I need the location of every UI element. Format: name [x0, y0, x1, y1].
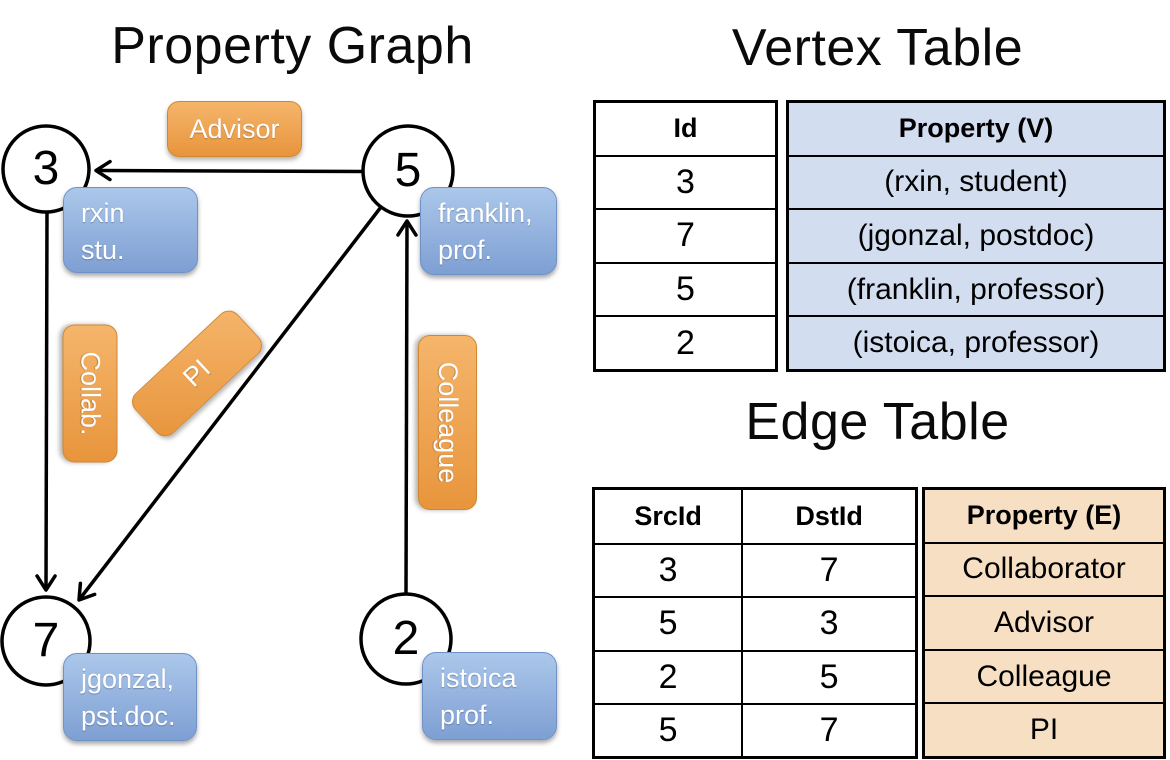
edge-table-cell: 3	[741, 596, 915, 650]
edge-table-cell: 5	[595, 596, 742, 649]
vertex-table-property-column: Property (V) (rxin, student) (jgonzal, p…	[786, 100, 1166, 372]
vertex-property-line: franklin,	[438, 198, 533, 228]
vertex-property-line: rxin	[81, 198, 125, 228]
vertex-table-property-header: Property (V)	[898, 113, 1054, 144]
vertex-id-3: 3	[32, 142, 60, 195]
edge-table-id-columns: SrcId DstId 3 7 5 3 2 5 5 7	[592, 487, 918, 759]
edge-label-advisor: Advisor	[167, 101, 302, 157]
edge-table-property-header: Property (E)	[966, 500, 1122, 531]
edge-table-cell: 2	[595, 649, 742, 703]
vertex-id-5: 5	[394, 144, 422, 197]
edge-table: SrcId DstId 3 7 5 3 2 5 5 7 Property (E)…	[592, 487, 1166, 759]
edge-table-cell: 5	[741, 649, 915, 703]
vertex-property-box-3: rxin stu.	[63, 187, 198, 273]
vertex-property-line: pst.doc.	[81, 701, 176, 731]
vertex-table-cell: (franklin, professor)	[789, 261, 1163, 316]
vertex-table-cell: (jgonzal, postdoc)	[789, 208, 1163, 262]
vertex-table-cell: (rxin, student)	[789, 154, 1163, 209]
vertex-property-box-7: jgonzal, pst.doc.	[63, 653, 197, 741]
vertex-property-box-2: istoica prof.	[422, 652, 557, 740]
vertex-table-id-column: Id 3 7 5 2	[593, 100, 778, 372]
vertex-id-2: 2	[392, 612, 420, 665]
vertex-table-cell: (istoica, professor)	[789, 315, 1163, 369]
edge-table-cell: 7	[741, 543, 915, 597]
vertex-property-line: jgonzal,	[81, 664, 175, 694]
vertex-table-cell: 2	[596, 315, 775, 369]
vertex-table-title: Vertex Table	[731, 19, 1024, 77]
vertex-table-cell: 3	[596, 154, 775, 209]
vertex-table-cell: 5	[596, 261, 775, 316]
vertex-table-cell: 7	[596, 208, 775, 262]
edge-colleague-arrow	[396, 219, 418, 595]
edge-collaborator-arrow	[35, 210, 57, 592]
edge-table-property-column: Property (E) Collaborator Advisor Collea…	[922, 487, 1166, 759]
edge-table-cell: PI	[925, 702, 1163, 756]
edge-label-collaborator: Collab.	[62, 324, 118, 463]
edge-advisor-arrow	[94, 159, 366, 182]
edge-table-title: Edge Table	[745, 393, 1010, 451]
property-graph-title: Property Graph	[111, 17, 474, 75]
edge-table-dstid-header: DstId	[741, 490, 915, 544]
vertex-id-7: 7	[32, 614, 60, 667]
edge-table-cell: Collaborator	[925, 541, 1163, 596]
edge-table-cell: 7	[741, 702, 915, 756]
edge-table-cell: 5	[595, 702, 742, 756]
vertex-table-id-header: Id	[673, 113, 698, 144]
vertex-property-line: prof.	[440, 700, 495, 730]
vertex-table: Id 3 7 5 2 Property (V) (rxin, student) …	[593, 100, 1166, 372]
vertex-property-line: istoica	[440, 663, 517, 693]
vertex-property-line: stu.	[81, 235, 125, 265]
edge-table-srcid-header: SrcId	[634, 501, 702, 532]
vertex-property-box-5: franklin, prof.	[420, 187, 557, 275]
edge-table-cell: Colleague	[925, 648, 1163, 703]
vertex-property-line: prof.	[438, 235, 493, 265]
edge-table-cell: 3	[595, 543, 742, 596]
edge-table-cell: Advisor	[925, 595, 1163, 649]
edge-pi-arrow	[77, 205, 383, 602]
edge-label-colleague: Colleague	[418, 335, 477, 510]
